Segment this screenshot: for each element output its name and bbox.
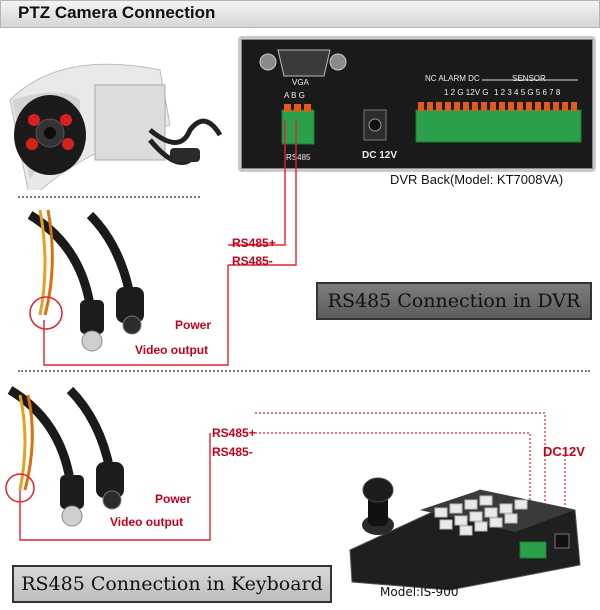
rs485-plus-label-2: RS485+	[212, 426, 256, 440]
keyboard-controller-image	[349, 477, 581, 591]
sensor-pins-label: 1 2 3 4 5 G 5 6 7 8	[494, 88, 561, 97]
dvr-panel-graphics	[259, 49, 582, 145]
abg-labels: A B G	[284, 91, 305, 100]
alarm-pins-label: 1 2 G 12V G	[444, 88, 489, 97]
divider-middle	[18, 370, 590, 372]
rs485-plus-label-1: RS485+	[232, 236, 276, 250]
rs485-port-label: RS485	[286, 153, 311, 162]
cable-illustration-1	[27, 209, 144, 352]
power-label-2: Power	[155, 492, 192, 506]
caption-dvr: RS485 Connection in DVR	[316, 282, 592, 320]
dc12v-port-label: DC 12V	[362, 150, 398, 161]
divider-top	[18, 196, 200, 198]
cable-illustration-2	[5, 386, 124, 527]
dc12v-label: DC12V	[543, 444, 585, 459]
caption-keyboard: RS485 Connection in Keyboard	[12, 565, 332, 603]
header-bar	[0, 0, 600, 28]
rs485-minus-label-2: RS485-	[212, 445, 253, 459]
video-output-label-2: Video output	[110, 515, 184, 529]
video-output-label-1: Video output	[135, 343, 209, 357]
sensor-header-label: SENSOR	[512, 74, 546, 83]
alarm-header-label: NC ALARM DC	[425, 74, 480, 83]
keyboard-model-label: Model:IS-900	[380, 585, 459, 599]
vga-label: VGA	[292, 78, 309, 87]
ptz-camera-image	[9, 63, 223, 190]
dvr-caption: DVR Back(Model: KT7008VA)	[390, 172, 564, 187]
rs485-minus-label-1: RS485-	[232, 254, 273, 268]
page-title: PTZ Camera Connection	[18, 3, 216, 22]
power-label-1: Power	[175, 318, 212, 332]
